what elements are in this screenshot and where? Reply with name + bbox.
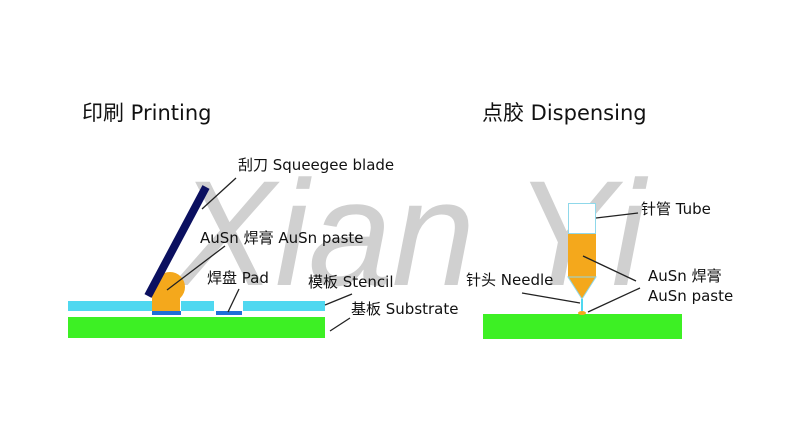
pad [152, 311, 181, 315]
stencil-segment [181, 301, 214, 311]
label-stencil: 模板 Stencil [308, 273, 394, 291]
pad [216, 311, 242, 315]
dispensing-title: 点胶 Dispensing [482, 101, 647, 125]
label-paste-line2: AuSn paste [648, 287, 733, 305]
leader-line [329, 317, 351, 332]
label-blade: 刮刀 Squeegee blade [238, 156, 394, 174]
printing-section: 印刷 Printing 刮刀 Squeegee blade AuSn 焊膏 Au… [68, 101, 458, 338]
leader-line [595, 212, 639, 219]
leader-line [227, 288, 240, 313]
leader-line [521, 292, 581, 304]
label-pad: 焊盘 Pad [207, 269, 269, 287]
stencil-segment [68, 301, 152, 311]
leader-line [324, 293, 353, 306]
solder-paste [152, 287, 180, 311]
label-needle: 针头 Needle [466, 271, 553, 289]
paste-dot [578, 311, 586, 315]
printing-title: 印刷 Printing [82, 101, 211, 125]
tube [568, 203, 596, 234]
label-paste-line1: AuSn 焊膏 [648, 267, 722, 285]
substrate [483, 314, 682, 339]
label-tube: 针管 Tube [641, 200, 711, 218]
nozzle-cone [567, 276, 597, 300]
dispensing-section: 点胶 Dispensing 针管 Tube 针头 Needle AuSn 焊膏 … [466, 101, 733, 339]
label-paste: AuSn 焊膏 AuSn paste [200, 229, 364, 247]
label-substrate: 基板 Substrate [351, 300, 458, 318]
squeegee-blade [144, 185, 210, 298]
leader-line [582, 255, 637, 282]
stencil-segment [243, 301, 325, 311]
leader-line [587, 287, 641, 313]
tube-paste [568, 234, 596, 277]
leader-line [201, 177, 237, 210]
leader-line [166, 245, 226, 291]
substrate [68, 317, 325, 338]
